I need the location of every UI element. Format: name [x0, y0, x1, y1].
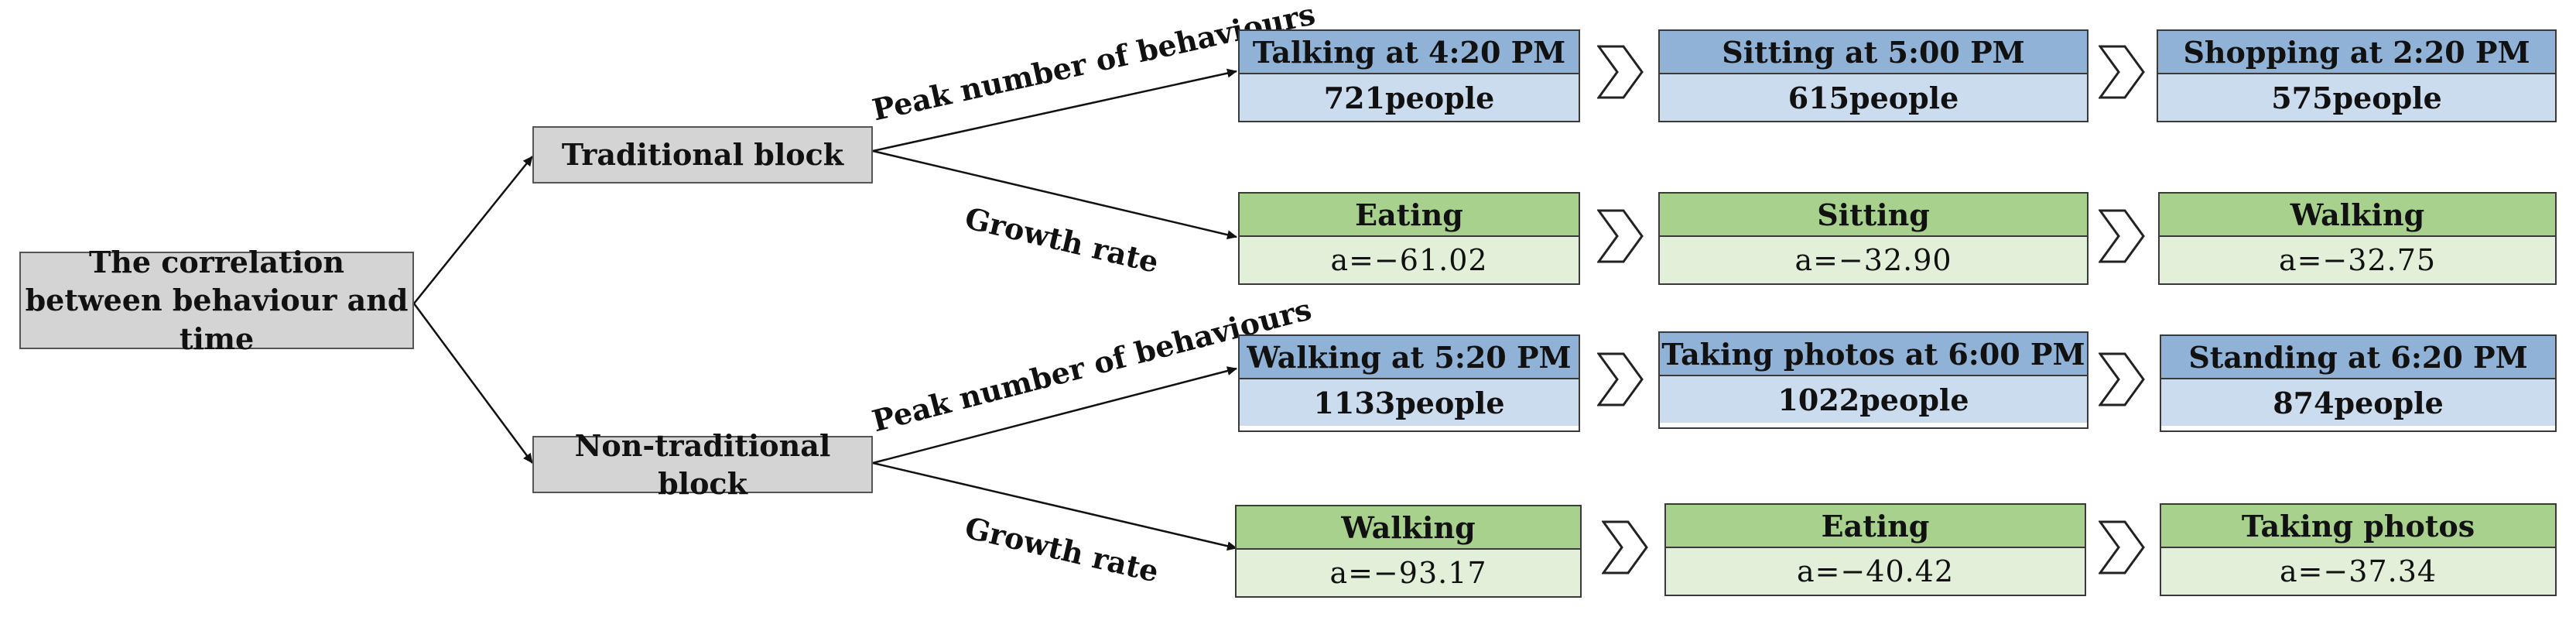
- card-title: Taking photos at 6:00 PM: [1660, 333, 2087, 376]
- chevron-right-icon: [1597, 45, 1644, 99]
- root-node: The correlation between behaviour and ti…: [19, 245, 414, 356]
- behaviour-card: Walking at 5:20 PM 1133people: [1238, 334, 1580, 432]
- branch-node-label: Traditional block: [561, 137, 844, 173]
- connector-nontraditional-growth: [872, 461, 1237, 551]
- behaviour-card: Sitting at 5:00 PM 615people: [1658, 29, 2089, 122]
- card-value: 874people: [2161, 379, 2555, 426]
- card-value: a=−61.02: [1240, 237, 1579, 283]
- card-title: Shopping at 2:20 PM: [2158, 31, 2555, 74]
- connector-root-nontraditional: [412, 303, 534, 464]
- card-title: Eating: [1240, 194, 1579, 237]
- card-title: Walking at 5:20 PM: [1240, 336, 1579, 379]
- card-value: 1022people: [1660, 376, 2087, 423]
- branch-node-label: Non-traditional block: [574, 427, 831, 501]
- branch-node-nontraditional: Non-traditional block: [532, 428, 873, 501]
- chevron-right-icon: [1602, 520, 1648, 574]
- connector-traditional-growth: [872, 149, 1237, 240]
- card-title: Walking: [1237, 506, 1580, 550]
- behaviour-card: Standing at 6:20 PM 874people: [2160, 334, 2557, 432]
- behaviour-card: Talking at 4:20 PM 721people: [1238, 29, 1580, 122]
- behaviour-card: Eating a=−61.02: [1238, 192, 1580, 285]
- behaviour-card: Walking a=−93.17: [1235, 505, 1582, 598]
- root-node-label: The correlation between behaviour and ti…: [25, 244, 409, 356]
- chevron-right-icon: [1597, 352, 1644, 406]
- chevron-right-icon: [2099, 209, 2145, 263]
- card-value: a=−32.75: [2160, 237, 2555, 283]
- card-value: 575people: [2158, 74, 2555, 121]
- chevron-right-icon: [2099, 520, 2145, 574]
- connector-nontraditional-peak: [872, 366, 1237, 465]
- behaviour-card: Shopping at 2:20 PM 575people: [2157, 29, 2557, 122]
- card-value: a=−40.42: [1666, 548, 2085, 595]
- behaviour-card: Taking photos at 6:00 PM 1022people: [1658, 331, 2089, 429]
- behaviour-card: Eating a=−40.42: [1664, 503, 2086, 596]
- behaviour-card: Sitting a=−32.90: [1658, 192, 2089, 285]
- card-title: Sitting at 5:00 PM: [1660, 31, 2087, 74]
- branch-node-traditional: Traditional block: [532, 126, 873, 183]
- card-value: 721people: [1240, 74, 1579, 121]
- card-value: a=−32.90: [1660, 237, 2087, 283]
- card-title: Standing at 6:20 PM: [2161, 336, 2555, 379]
- chevron-right-icon: [2099, 45, 2145, 99]
- behaviour-card: Taking photos a=−37.34: [2160, 503, 2557, 596]
- card-title: Talking at 4:20 PM: [1240, 31, 1579, 74]
- card-value: 615people: [1660, 74, 2087, 121]
- connector-traditional-peak: [872, 68, 1237, 153]
- behaviour-card: Walking a=−32.75: [2158, 192, 2557, 285]
- card-title: Walking: [2160, 194, 2555, 237]
- card-value: 1133people: [1240, 379, 1579, 426]
- card-title: Taking photos: [2161, 505, 2555, 548]
- chevron-right-icon: [2099, 352, 2145, 406]
- card-title: Eating: [1666, 505, 2085, 548]
- card-value: a=−93.17: [1237, 550, 1580, 596]
- card-title: Sitting: [1660, 194, 2087, 237]
- chevron-right-icon: [1597, 209, 1644, 263]
- card-value: a=−37.34: [2161, 548, 2555, 595]
- connector-root-traditional: [413, 156, 533, 304]
